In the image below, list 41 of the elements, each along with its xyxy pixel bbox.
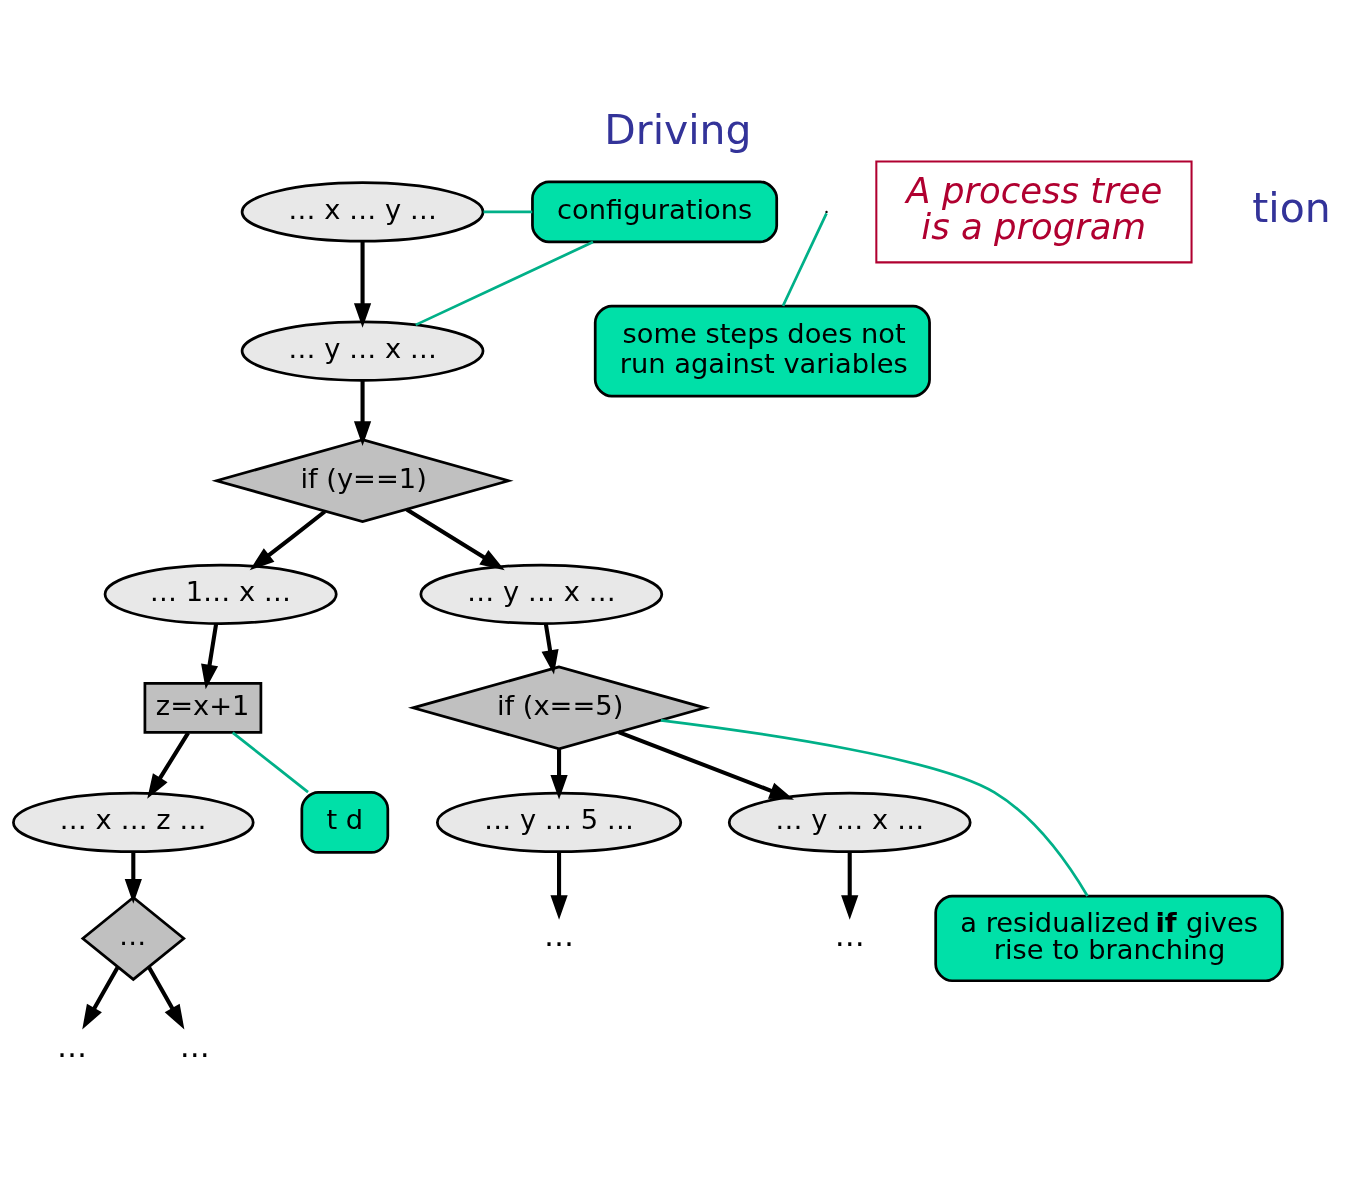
node-ellipse: … y … 5 … xyxy=(436,791,683,853)
arrow xyxy=(550,851,568,920)
node-ellipse: … x … y … xyxy=(240,180,485,242)
arrow xyxy=(147,965,185,1029)
node-text: … xyxy=(834,917,865,953)
node-box: a residualized if gives rise to branching xyxy=(934,894,1284,982)
node-box: some steps does not run against variables xyxy=(593,304,931,397)
arrow xyxy=(550,748,568,800)
arrow xyxy=(124,851,142,904)
node-box: A process tree is a program xyxy=(875,159,1193,263)
node-box: t d xyxy=(300,790,390,854)
node-text: … xyxy=(56,1028,87,1064)
node-ellipse: … y … x … xyxy=(727,791,972,853)
arrow xyxy=(201,622,219,689)
node-diamond: if (x==5) xyxy=(408,664,711,750)
arrow xyxy=(541,622,559,675)
node-diamond: … xyxy=(80,895,186,981)
node-diamond: if (y==1) xyxy=(211,437,514,523)
node-ellipse: … x … z … xyxy=(12,791,255,853)
diagram-title: Driving xyxy=(604,105,752,154)
arrow xyxy=(82,965,120,1029)
connector xyxy=(660,718,1089,897)
arrow xyxy=(405,507,505,570)
node-box: configurations xyxy=(531,180,779,243)
node-text: … xyxy=(179,1028,210,1064)
connector xyxy=(231,731,309,793)
node-ellipse: … y … x … xyxy=(240,319,485,382)
arrow xyxy=(617,729,795,800)
arrow xyxy=(353,240,372,328)
arrow xyxy=(249,509,327,570)
node-text: … xyxy=(544,917,575,953)
node-box: z=x+1 xyxy=(143,681,263,734)
connector xyxy=(483,210,533,213)
label: tion xyxy=(1252,183,1331,232)
connector xyxy=(781,212,828,306)
arrow xyxy=(147,731,190,799)
node-ellipse: … 1… x … xyxy=(103,563,338,625)
node-ellipse: … y … x … xyxy=(419,563,664,625)
arrow xyxy=(353,380,372,446)
arrow xyxy=(841,851,859,920)
connector xyxy=(415,240,594,326)
